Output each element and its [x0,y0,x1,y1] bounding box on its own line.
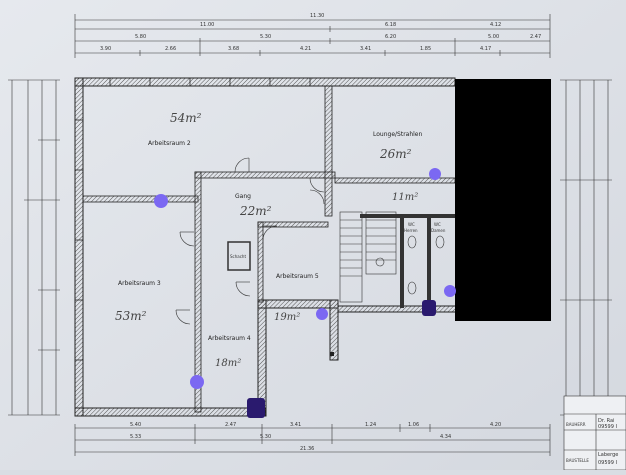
dim-top-row2-b: 6.18 [385,22,396,28]
dim-top-total: 11.30 [310,13,324,19]
bottom-dimension-lines [74,424,551,456]
marker-square[interactable] [422,300,436,316]
dim-top-row4-f: 1.85 [420,46,431,52]
top-dimension-lines [74,14,551,58]
dim-top-row2-c: 4.12 [490,22,501,28]
staircase [227,211,397,303]
dim-bottom-row1-e: 1.06 [408,422,419,428]
window-marks [75,78,311,361]
room-area-lounge: 26m² [379,147,412,161]
dim-bottom-row1-a: 5.40 [130,422,141,428]
door-swings [175,157,325,325]
marker-dot[interactable] [190,375,204,389]
room-name-arbeitsraum-3: Arbeitsraum 3 [118,280,161,287]
label-wc-herren-title: WC [408,222,415,227]
dim-top-row3-d: 5.00 [488,34,499,40]
dim-bottom-row2-a: 5.33 [130,434,141,440]
label-herren: Herren [404,228,418,233]
room-name-arbeitsraum-5: Arbeitsraum 5 [276,273,319,280]
dim-top-row2-a: 11.00 [200,22,214,28]
dim-bottom-row1-b: 2.47 [225,422,236,428]
marker-dot[interactable] [316,308,328,320]
title-block-label-site: BAUSTELLE [566,458,589,463]
marker-dot[interactable] [444,285,456,297]
dim-bottom-row1-c: 3.41 [290,422,301,428]
room-name-gang: Gang [235,193,251,200]
room-name-arbeitsraum-2: Arbeitsraum 2 [148,140,191,147]
label-damen: Damen [431,228,446,233]
room-name-lounge: Lounge/Strahlen [373,131,423,138]
dim-top-row3-c: 6.20 [385,34,396,40]
redaction-block [455,79,551,321]
marker-square[interactable] [247,398,265,418]
dim-bottom-row2-b: 5.30 [260,434,271,440]
dim-bottom-row2-c: 4.34 [440,434,451,440]
dim-top-row4-b: 2.66 [165,46,176,52]
title-block-owner-code: 09599 I [598,424,617,430]
title-block [563,395,626,471]
marker-dot[interactable] [154,194,168,208]
dim-top-row3-a: 5.80 [135,34,146,40]
label-wc-damen-title: WC [434,222,441,227]
dim-top-row3-e: 2.47 [530,34,541,40]
room-labels: Arbeitsraum 2 54m² Lounge/Strahlen 26m² … [115,111,446,369]
room-area-arbeitsraum-3: 53m² [115,309,147,323]
marker-dot[interactable] [429,168,441,180]
dim-top-row3-b: 5.30 [260,34,271,40]
room-area-gang: 22m² [239,204,272,218]
dim-top-row4-c: 3.68 [228,46,239,52]
side-dimension-lines [8,79,612,416]
title-block-label-owner: BAUHERR [566,422,586,427]
room-area-arbeitsraum-5: 19m² [274,312,300,323]
room-name-arbeitsraum-4: Arbeitsraum 4 [208,335,251,342]
room-area-arbeitsraum-2: 54m² [170,111,202,125]
title-block-owner: Dr. Rai [598,418,614,424]
walls [74,77,459,417]
title-block-site: Laberge [598,452,618,458]
dim-top-row4-d: 4.21 [300,46,311,52]
sanitary-fixtures [375,235,445,295]
dim-bottom-total: 21.36 [300,446,314,452]
annotation-markers [154,168,456,418]
room-area-arbeitsraum-4: 18m² [215,358,241,369]
dim-top-row4-g: 4.17 [480,46,491,52]
title-block-site-code: 09599 I [598,460,617,466]
dim-top-row4-a: 3.90 [100,46,111,52]
dim-top-row4-e: 3.41 [360,46,371,52]
dim-bottom-row1-d: 1.24 [365,422,376,428]
label-shaft: Schacht [230,254,246,259]
room-area-flur: 11m² [392,192,418,203]
dim-bottom-row1-f: 4.20 [490,422,501,428]
